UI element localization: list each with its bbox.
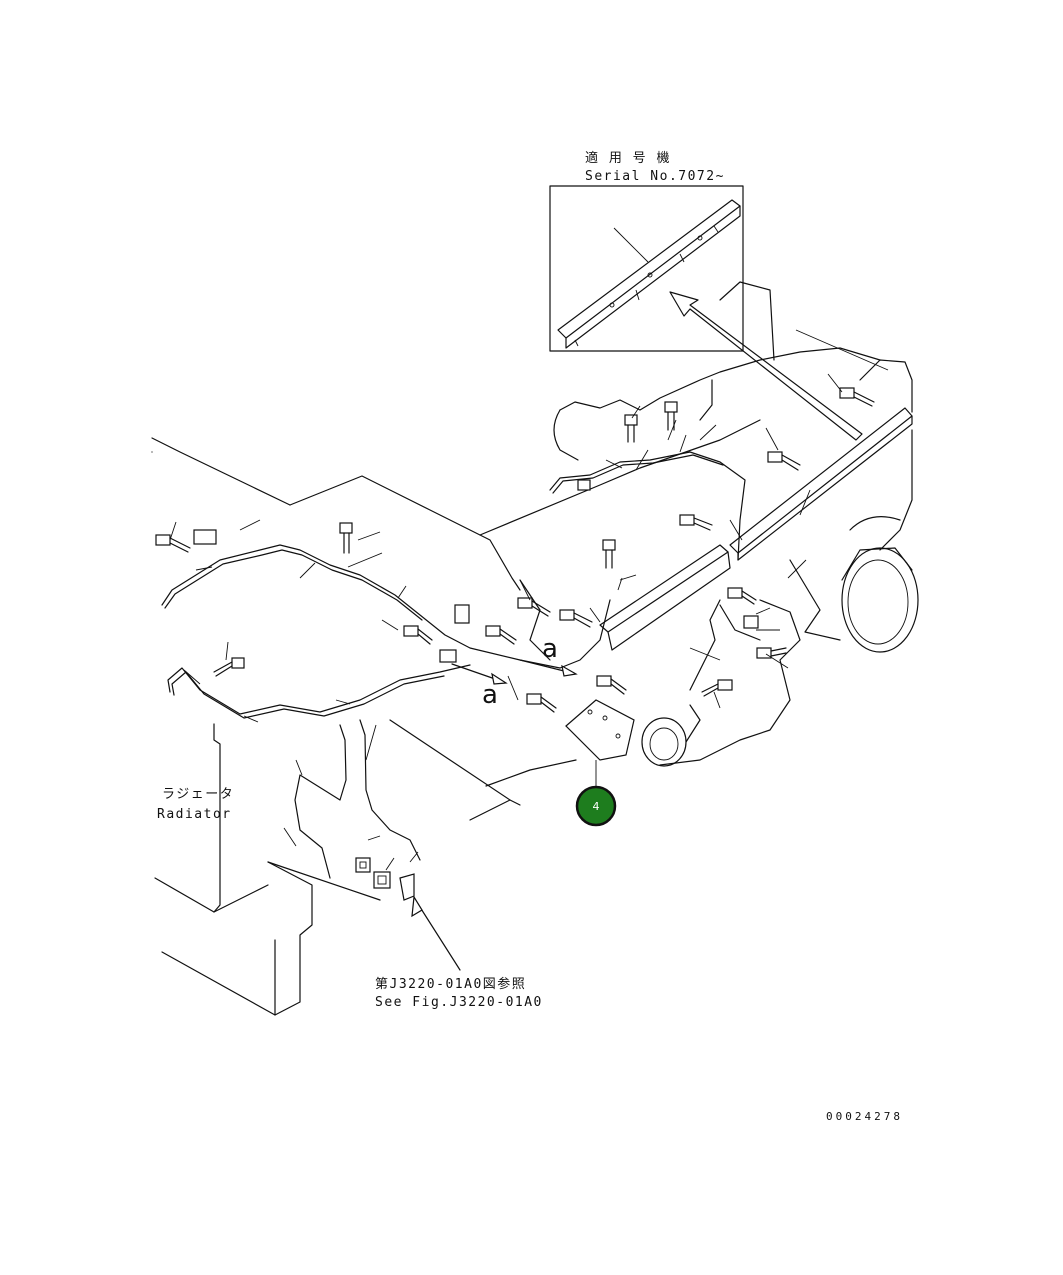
view-letter-upper: a <box>542 634 558 664</box>
radiator-label-en: Radiator <box>157 807 232 822</box>
reference-arrow <box>411 895 461 971</box>
wire-harness <box>161 451 761 879</box>
bolt <box>602 539 616 569</box>
reference-label-en: See Fig.J3220-01A0 <box>375 995 543 1010</box>
connector <box>743 615 759 629</box>
chassis-outline <box>151 281 919 1016</box>
fasteners <box>155 387 875 901</box>
radiator-label-jp: ラジェータ <box>162 787 234 802</box>
bolt <box>839 387 875 407</box>
inset-frame <box>549 185 744 352</box>
bolt <box>155 534 191 553</box>
bolt <box>624 414 638 443</box>
view-arrow-upper <box>519 659 578 677</box>
connector <box>399 873 415 901</box>
inset-panel: 適 用 号 機 Serial No.7072~ <box>549 150 744 352</box>
connector <box>454 604 470 624</box>
bolt <box>517 597 551 617</box>
connector <box>373 871 391 889</box>
inset-title-jp: 適 用 号 機 <box>585 150 671 166</box>
bolt <box>213 657 245 677</box>
bolt <box>339 522 353 554</box>
inset-rail-part <box>557 199 741 349</box>
bolt <box>526 693 557 713</box>
drawing-number: 00024278 <box>826 1110 903 1123</box>
reference-label-jp: 第J3220-01A0図参照 <box>375 976 526 992</box>
inset-pointer-arrow <box>669 291 863 441</box>
callout-circle[interactable] <box>575 785 617 827</box>
connector <box>355 857 371 873</box>
mounting-plate <box>565 699 635 761</box>
part-callout-4[interactable]: 4 <box>575 785 617 827</box>
view-letter-lower: a <box>482 680 498 710</box>
bolt <box>485 625 517 645</box>
leader-lines <box>169 329 889 871</box>
bolt <box>559 609 593 628</box>
bolt <box>664 401 678 431</box>
bolt <box>727 587 757 605</box>
bolt <box>596 675 627 695</box>
bolt <box>701 679 733 697</box>
connector <box>577 479 591 491</box>
callout-number: 4 <box>593 800 600 813</box>
bolt <box>767 451 801 471</box>
bolt <box>756 647 787 659</box>
connector <box>193 529 217 545</box>
bolt <box>679 514 713 531</box>
view-arrow-lower <box>451 663 508 685</box>
bolt <box>403 625 433 645</box>
connector <box>439 649 457 663</box>
inset-title-en: Serial No.7072~ <box>585 169 725 184</box>
